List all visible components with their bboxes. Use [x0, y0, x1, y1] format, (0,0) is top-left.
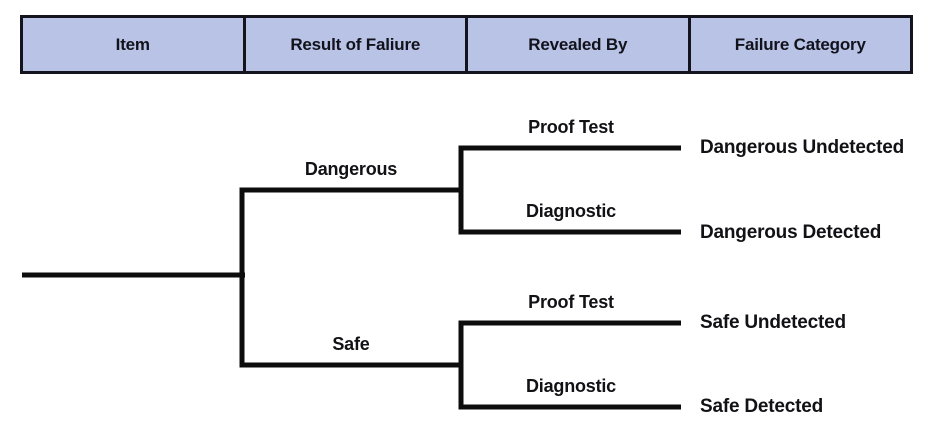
branch-label-proof-test-safe: Proof Test [528, 292, 614, 312]
header-cell-failure-category: Failure Category [734, 34, 866, 54]
safe-split-bracket [458, 320, 681, 410]
branch-label-dangerous: Dangerous [304, 159, 398, 179]
category-label-safe-undetected: Safe Undetected [700, 312, 846, 333]
branch-label-safe: Safe [332, 334, 370, 354]
header-row: Item Result of Faliure Revealed By Failu… [20, 15, 913, 74]
result-branch-bracket [239, 187, 461, 368]
branch-label-diagnostic-dangerous: Diagnostic [525, 201, 616, 221]
header-cell-result-of-failure: Result of Faliure [246, 18, 468, 71]
category-label-safe-detected: Safe Detected [700, 396, 824, 417]
category-label-dangerous-undetected: Dangerous Undetected [700, 137, 904, 158]
category-label-dangerous-detected: Dangerous Detected [700, 222, 882, 243]
branch-label-proof-test-dangerous: Proof Test [528, 117, 614, 137]
branch-label-diagnostic-safe: Diagnostic [525, 376, 616, 396]
header-cell-revealed-by: Revealed By [468, 18, 691, 71]
dangerous-split-bracket [458, 145, 681, 235]
header-cell-item: Item [23, 18, 246, 71]
